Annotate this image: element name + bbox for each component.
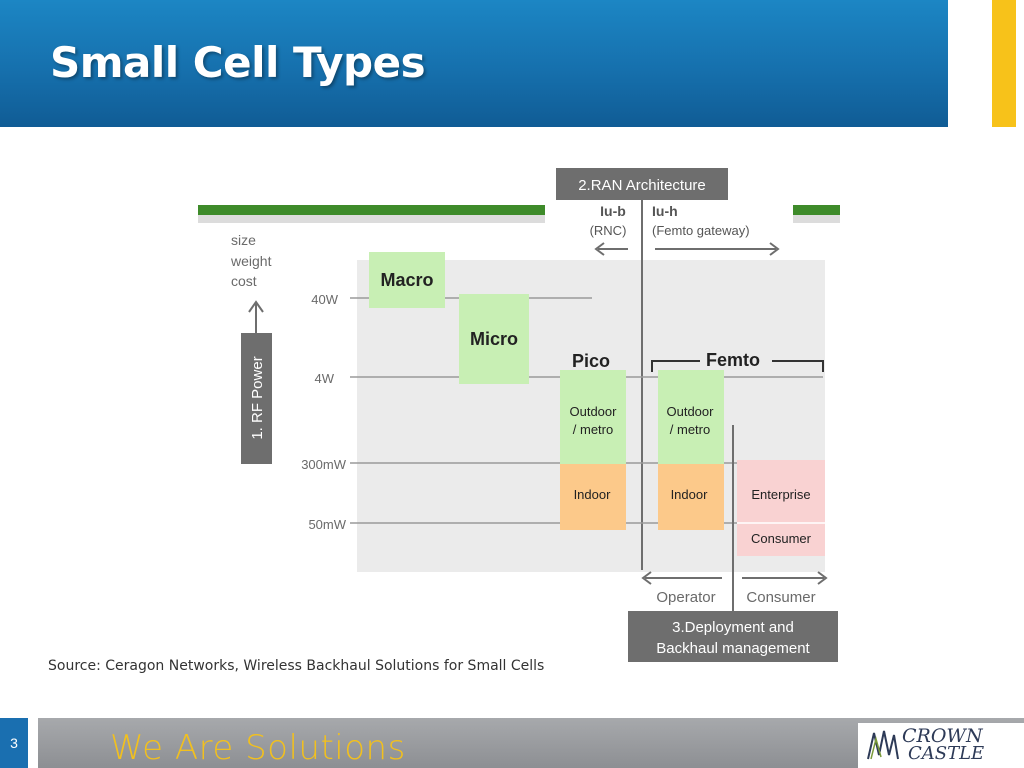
ran-architecture-header: [556, 168, 728, 200]
level-label-4w: 4W: [315, 371, 335, 386]
pico-outdoor-line1: Outdoor: [570, 404, 618, 419]
source-note: Source: Ceragon Networks, Wireless Backh…: [48, 658, 545, 674]
title-banner: Small Cell Types: [0, 0, 986, 127]
consumer-label: Consumer: [746, 589, 815, 606]
rf-power-arrow-head: [248, 300, 264, 313]
femto-label: Femto: [706, 350, 760, 370]
femto-outdoor-line1: Outdoor: [667, 404, 715, 419]
pico-indoor-box: [560, 464, 626, 530]
logo-text-castle: CASTLE: [908, 743, 985, 764]
green-bar-left: [198, 205, 545, 215]
pico-outdoor-line2: / metro: [573, 422, 613, 437]
crown-castle-logo: CROWN CASTLE: [858, 723, 1024, 768]
banner-accent-white: [948, 0, 986, 127]
femto-bracket-left: [651, 360, 700, 372]
logo-text-crown: CROWN: [902, 725, 983, 747]
footer-tagline: We Are Solutions: [110, 728, 406, 768]
axis-label-size: size: [231, 232, 256, 248]
crown-castle-logo-icon: [867, 730, 899, 760]
micro-label: Micro: [470, 329, 518, 349]
rf-power-label: 1. RF Power: [249, 356, 266, 439]
rf-power-box: [241, 333, 272, 464]
femto-indoor-label: Indoor: [671, 487, 709, 502]
femto-outdoor-box: [658, 370, 724, 464]
macro-label: Macro: [380, 270, 433, 290]
pico-label: Pico: [572, 351, 610, 371]
micro-box: [459, 294, 529, 384]
femto-indoor-box: [658, 464, 724, 530]
iub-arrow-head: [594, 242, 605, 256]
iuh-label: Iu-h: [652, 203, 678, 219]
level-label-300mw: 300mW: [301, 457, 347, 472]
enterprise-box: [737, 460, 825, 556]
axis-label-cost: cost: [231, 273, 257, 289]
pico-indoor-label: Indoor: [574, 487, 612, 502]
green-bar-right: [793, 205, 840, 215]
green-bar-right-shadow: [793, 215, 840, 223]
iuh-sub: (Femto gateway): [652, 223, 750, 238]
consumer-box-label: Consumer: [751, 531, 812, 546]
level-label-40w: 40W: [311, 292, 338, 307]
consumer-arrow-head: [817, 571, 828, 585]
iuh-arrow-head: [769, 242, 780, 256]
femto-bracket-right: [772, 360, 824, 372]
enterprise-label: Enterprise: [751, 487, 810, 502]
deployment-header: [628, 611, 838, 662]
iub-sub: (RNC): [590, 223, 627, 238]
iub-label: Iu-b: [600, 203, 626, 219]
axis-label-weight: weight: [230, 253, 272, 269]
slide-title: Small Cell Types: [50, 38, 426, 87]
level-label-50mw: 50mW: [308, 517, 346, 532]
page-number: 3: [0, 718, 28, 768]
operator-label: Operator: [656, 589, 715, 606]
green-bar-left-shadow: [198, 215, 545, 223]
operator-arrow-head: [641, 571, 652, 585]
ran-architecture-label: 2.RAN Architecture: [578, 177, 706, 194]
deployment-line2: Backhaul management: [656, 640, 810, 657]
footer: 3 We Are Solutions CROWN CASTLE: [0, 718, 1024, 768]
pico-outdoor-box: [560, 370, 626, 464]
macro-box: [369, 252, 445, 308]
deployment-line1: 3.Deployment and: [672, 619, 794, 636]
banner-accent-yellow: [992, 0, 1016, 127]
femto-outdoor-line2: / metro: [670, 422, 710, 437]
